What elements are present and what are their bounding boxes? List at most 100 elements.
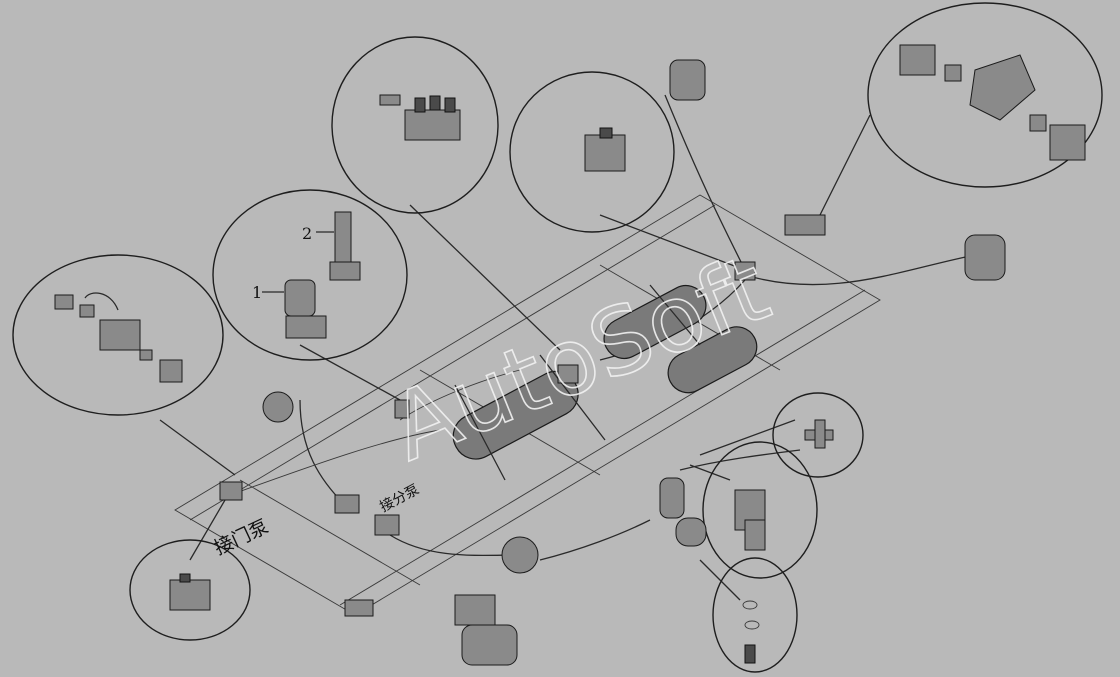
bubble-four-circuit-valve xyxy=(867,2,1103,188)
solenoid-valve-chassis xyxy=(394,399,410,419)
port-icon xyxy=(429,95,441,111)
drain-valve xyxy=(557,364,579,384)
nut-icon xyxy=(139,349,153,361)
tank-strap xyxy=(649,284,701,346)
union-icon xyxy=(1029,114,1047,132)
air-tank-front xyxy=(452,370,579,460)
leader-door-pump-bubble xyxy=(189,499,226,561)
tank-body xyxy=(667,326,758,394)
callout-bubbles xyxy=(12,2,1103,673)
leader-bracket-bubble xyxy=(689,464,731,481)
rear-brake-chamber-right xyxy=(964,234,1006,281)
air-line-front-chamber xyxy=(299,399,346,506)
valve-icon xyxy=(1049,124,1086,161)
branch-valve xyxy=(334,494,360,514)
door-pump-bubble-parts xyxy=(169,573,211,611)
callout-number-2: 2 xyxy=(302,224,312,243)
air-line-rear-chamber-2 xyxy=(744,254,976,286)
bolt-icon xyxy=(744,644,756,664)
valve-body-icon xyxy=(99,319,141,351)
four-circuit-bubble-parts xyxy=(899,44,1086,161)
pipe-icon xyxy=(84,292,119,311)
regeneration-tank xyxy=(675,517,707,547)
leader-left-bubble xyxy=(159,419,236,476)
bubble-solenoid-valve xyxy=(212,189,408,361)
left-bubble-parts xyxy=(54,292,183,383)
air-compressor-head xyxy=(454,594,496,626)
label-branch-pump: 接分泵 xyxy=(377,481,422,516)
rear-brake-chamber-top xyxy=(669,59,706,101)
leader-seal-bubble xyxy=(699,559,741,601)
quick-release-bubble-parts xyxy=(584,127,626,172)
callout-number-1: 1 xyxy=(252,283,262,302)
tee-branch-icon xyxy=(814,419,826,449)
relay-valve-icon xyxy=(159,359,183,383)
o-ring-icon xyxy=(744,620,760,630)
bubble-door-pump-valve xyxy=(129,539,251,641)
air-compressor-body xyxy=(461,624,518,666)
union-icon xyxy=(79,304,95,318)
fitting-icon xyxy=(54,294,74,310)
bubble-quick-release-valve xyxy=(509,71,675,233)
watermark-text: AutoSoft xyxy=(376,235,782,482)
air-line-valve xyxy=(399,369,521,421)
fitting-icon xyxy=(899,44,936,76)
frame-rail-left xyxy=(189,204,716,521)
main-components xyxy=(219,59,1006,666)
leader-valve-bubble xyxy=(299,344,401,401)
bubble-tee-fitting xyxy=(772,392,864,478)
leader-relay-valve-bubble xyxy=(409,204,561,351)
air-line-door-pump xyxy=(229,429,441,496)
tank-body xyxy=(603,284,707,360)
bracket-tab-icon xyxy=(744,519,766,551)
air-line-front-right xyxy=(389,534,521,557)
bubble-valve-assembly-left xyxy=(12,254,224,416)
o-ring-icon xyxy=(742,600,758,610)
solenoid-base-icon xyxy=(285,315,327,339)
frame-outline xyxy=(174,194,881,616)
cross-member-1 xyxy=(239,479,421,586)
four-circuit-valve-chassis xyxy=(784,214,826,236)
air-tank-rear xyxy=(667,326,758,394)
quick-release-valve-icon xyxy=(584,134,626,172)
leader-right-bubble xyxy=(819,114,871,216)
fitting-icon xyxy=(379,94,401,106)
bubble-relay-valve xyxy=(331,36,499,214)
front-brake-chamber-left xyxy=(262,391,294,423)
tank-strap xyxy=(539,354,606,441)
leader-quick-release-bubble xyxy=(599,214,746,271)
tank-body xyxy=(452,370,579,460)
relay-valve-icon xyxy=(404,109,461,141)
air-dryer xyxy=(659,477,685,519)
port-icon xyxy=(444,97,456,113)
union-icon xyxy=(944,64,962,82)
air-line-dryer xyxy=(539,519,651,561)
tee-bubble-parts xyxy=(804,419,834,449)
port-icon xyxy=(599,127,613,139)
port-icon xyxy=(414,97,426,113)
solenoid-valve-icon xyxy=(284,279,316,317)
leader-lines xyxy=(159,114,871,601)
solenoid-bubble-parts: 1 2 xyxy=(252,211,361,339)
frame-rail-right xyxy=(339,289,866,606)
relay-valve-chassis xyxy=(374,514,400,536)
bracket-bubble-parts xyxy=(734,489,766,551)
relay-bubble-parts xyxy=(379,94,461,141)
door-pump-valve xyxy=(219,481,243,501)
port-icon xyxy=(179,573,191,583)
air-line-rear-chamber-1 xyxy=(664,94,746,271)
front-brake-chamber-right xyxy=(501,536,539,574)
brake-pedal-valve xyxy=(344,599,374,617)
label-door-pump: 接门泵 xyxy=(211,515,272,559)
seal-bubble-parts xyxy=(742,600,760,664)
four-circuit-protection-valve-icon xyxy=(969,54,1036,121)
tank-strap xyxy=(454,384,506,481)
valve-icon xyxy=(169,579,211,611)
cylinder-clamp-icon xyxy=(329,261,361,281)
bubble-mounting-bracket xyxy=(702,441,818,579)
quick-release-valve-chassis xyxy=(734,261,756,281)
leader-tee-bubble xyxy=(699,419,796,456)
air-tank-middle xyxy=(603,284,707,360)
